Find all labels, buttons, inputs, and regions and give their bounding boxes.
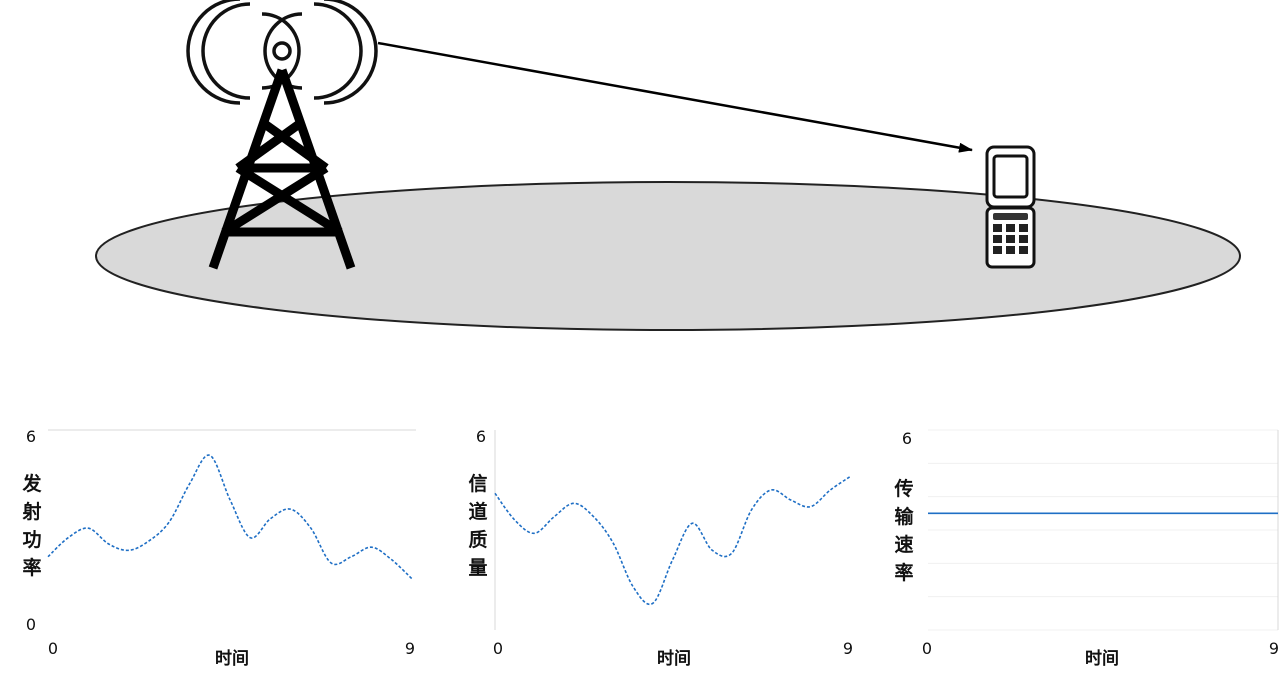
y-axis-label-char: 信	[468, 472, 487, 495]
y-axis-label-char: 射	[21, 500, 41, 523]
signal-arrow	[377, 41, 973, 153]
x-tick-label: 9	[405, 639, 415, 658]
y-axis-label-char: 量	[468, 557, 487, 579]
x-axis-label: 时间	[215, 648, 249, 669]
y-tick-label: 6	[902, 429, 912, 448]
y-axis-label-char: 发	[21, 472, 42, 495]
x-axis-label: 时间	[1085, 648, 1119, 669]
series-line	[47, 454, 413, 580]
x-tick-label: 0	[922, 639, 932, 658]
y-tick-label: 6	[26, 427, 36, 446]
y-tick-label: 6	[476, 427, 486, 446]
x-axis-label: 时间	[657, 648, 691, 669]
y-axis-label-char: 率	[22, 556, 41, 579]
y-tick-label: 0	[26, 615, 36, 634]
x-tick-label: 9	[843, 639, 853, 658]
y-axis-label-char: 传	[893, 477, 913, 500]
y-axis-label-char: 功	[22, 529, 41, 551]
y-axis-label-char: 率	[894, 561, 913, 584]
cell-tower-icon	[186, 0, 378, 270]
y-axis-label-char: 速	[894, 533, 913, 556]
y-axis-label-char: 输	[894, 505, 914, 528]
x-tick-label: 0	[493, 639, 503, 658]
coverage-ground	[95, 181, 1241, 331]
y-axis-label-char: 道	[468, 500, 487, 523]
mobile-phone-icon	[985, 145, 1036, 269]
series-line	[494, 476, 851, 606]
y-axis-label-char: 质	[468, 529, 487, 551]
x-tick-label: 0	[48, 639, 58, 658]
x-tick-label: 9	[1269, 639, 1279, 658]
